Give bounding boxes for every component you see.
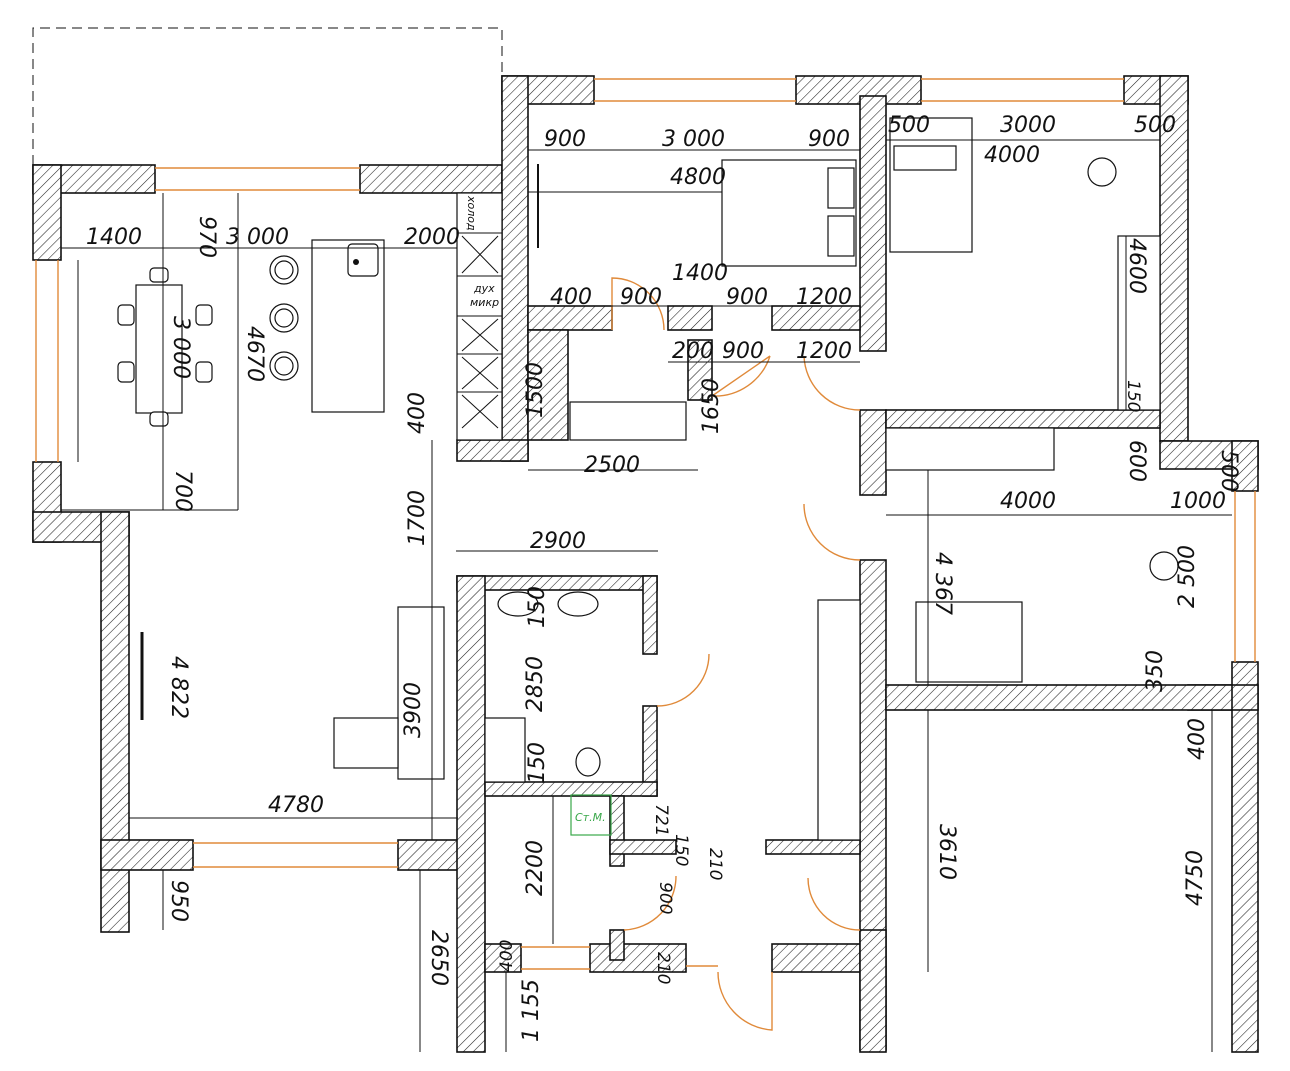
- dim-closet-1: 1500: [523, 362, 548, 418]
- dim-bed2-d: 4000: [984, 143, 1040, 168]
- dim-living-w: 4780: [268, 793, 324, 818]
- dimension-lines: [61, 139, 1232, 1052]
- sofa: [397, 606, 445, 780]
- dim-left-low-2: 2650: [426, 930, 451, 986]
- dim-kitchen-w2: 970: [194, 216, 219, 258]
- dim-bed1-b: 3 000: [662, 127, 725, 152]
- dim-stub-3: 210: [705, 848, 725, 880]
- dim-bed3-g: 400: [1185, 718, 1210, 760]
- dim-bed1-g: 900: [620, 285, 662, 310]
- dim-bed1-a: 900: [544, 127, 586, 152]
- dim-bed2-e: 4600: [1124, 238, 1149, 294]
- dim-closet-2: 1650: [699, 378, 724, 434]
- dim-kitchen-h1: 4670: [242, 326, 267, 382]
- dim-bed2-f: 150: [1123, 380, 1143, 412]
- labels: холод дух микр Ст.М.: [465, 195, 606, 824]
- dim-living-h: 4 822: [166, 656, 191, 719]
- dim-bed1-e: 1400: [672, 261, 728, 286]
- dim-bed3-a: 4000: [1000, 489, 1056, 514]
- dim-bed1-j: 200: [672, 339, 714, 364]
- walls: [32, 75, 1259, 1053]
- dim-bath-h2: 2850: [523, 656, 548, 712]
- dim-right-2: 4750: [1183, 850, 1208, 906]
- dining-table: [135, 284, 183, 414]
- washer-box: [570, 794, 612, 836]
- dim-bed1-d: 4800: [670, 165, 726, 190]
- windows: [35, 78, 1256, 970]
- dim-bed3-f: 350: [1143, 650, 1168, 692]
- dim-right-1: 3610: [934, 824, 959, 880]
- dim-stub-5: 210: [653, 952, 673, 984]
- balcony-outline: [32, 27, 503, 165]
- dim-entry-1: 400: [497, 940, 517, 972]
- dim-bed1-h: 900: [726, 285, 768, 310]
- furniture: [117, 117, 1179, 841]
- dim-stub-1: 721: [651, 804, 671, 836]
- dim-bed1-f: 400: [550, 285, 592, 310]
- dim-closet-3: 2500: [584, 453, 640, 478]
- dim-hall-h2: 1700: [405, 490, 430, 546]
- dim-bed2-a: 500: [888, 113, 930, 138]
- dim-entry-2: 1 155: [519, 979, 544, 1042]
- dim-hall-h1: 400: [405, 392, 430, 434]
- dim-bath-w: 2900: [530, 529, 586, 554]
- dim-bath-h1: 150: [525, 586, 550, 628]
- dim-kitchen-w1: 1400: [86, 225, 142, 250]
- dim-bed3-d: 4 367: [930, 552, 955, 615]
- label-fridge: холод: [465, 195, 478, 231]
- dim-bed3-e: 2 500: [1175, 545, 1200, 608]
- label-oven: дух: [473, 282, 495, 295]
- dim-bed2-c: 500: [1134, 113, 1176, 138]
- dim-bed1-l: 1200: [796, 339, 852, 364]
- dim-bed3-c: 500: [1216, 450, 1241, 492]
- label-micro: микр: [470, 296, 499, 309]
- bedroom3-bed: [915, 601, 1023, 683]
- dim-left-low-1: 950: [166, 880, 191, 922]
- dim-bed2-b: 3000: [1000, 113, 1056, 138]
- dim-bed1-k: 900: [722, 339, 764, 364]
- dim-stub-2: 150: [671, 834, 691, 866]
- dimension-texts: 1400 970 3 000 2000 4670 3 000 700 4 822…: [86, 113, 1241, 1042]
- dim-table-len: 3 000: [168, 316, 193, 379]
- dim-bed2-g: 600: [1124, 440, 1149, 482]
- dim-stub-4: 900: [655, 882, 675, 914]
- dim-bath-h3: 150: [525, 742, 550, 784]
- label-washer: Ст.М.: [575, 811, 606, 824]
- dim-bed1-c: 900: [808, 127, 850, 152]
- dim-bed3-b: 1000: [1170, 489, 1226, 514]
- doors: [611, 277, 861, 1031]
- dim-kitchen-w4: 2000: [404, 225, 460, 250]
- dim-kitchen-w3: 3 000: [226, 225, 289, 250]
- single-bed: [889, 117, 973, 253]
- dim-corr-h: 2200: [523, 840, 548, 896]
- dim-kitchen-h2: 700: [170, 470, 195, 512]
- dim-sofa: 3900: [401, 682, 426, 738]
- dim-bed1-i: 1200: [796, 285, 852, 310]
